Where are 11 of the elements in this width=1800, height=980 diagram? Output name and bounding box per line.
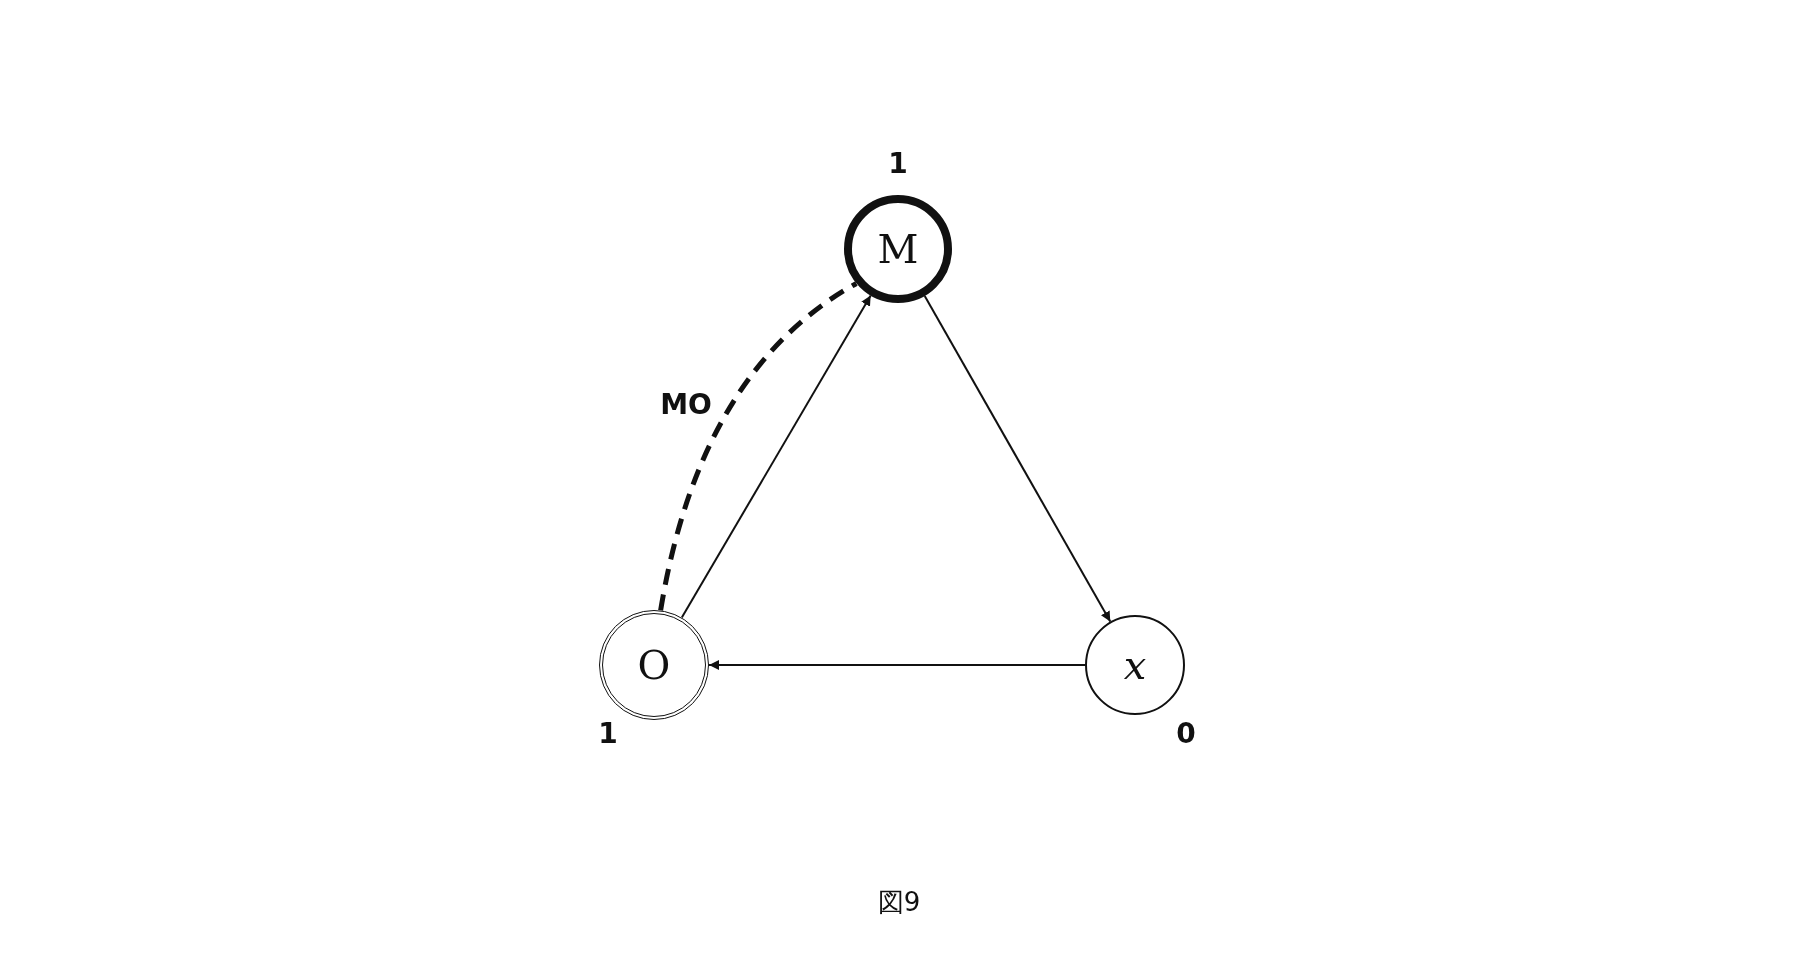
state-value: 1 — [598, 716, 618, 750]
figure-caption: 図9 — [877, 885, 921, 919]
state-value: 1 — [888, 146, 908, 180]
arrow — [923, 294, 1112, 623]
state-value: 0 — [1176, 716, 1196, 750]
state-label: x — [1123, 645, 1147, 685]
dashed-connector — [658, 281, 858, 611]
state-label: O — [637, 645, 671, 685]
state-label: M — [877, 229, 919, 269]
arrow — [708, 660, 1086, 670]
arrow — [680, 294, 872, 619]
